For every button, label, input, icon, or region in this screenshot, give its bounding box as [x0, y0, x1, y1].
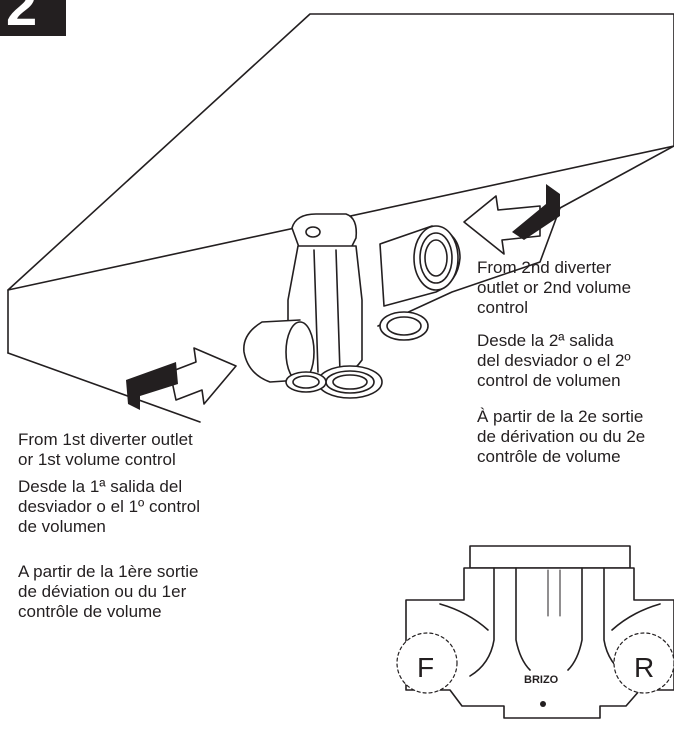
- port-label-front: F: [417, 652, 434, 683]
- inflow-arrow-left: [126, 347, 237, 410]
- left-inlet-text-fr: A partir de la 1ère sortie de déviation …: [18, 562, 199, 621]
- step-number: 2: [6, 0, 38, 36]
- right-inlet-text-en: From 2nd diverter outlet or 2nd volume c…: [477, 258, 632, 317]
- brand-mark: BRIZO: [524, 674, 559, 686]
- right-inlet-text-fr: À partir de la 2e sortie de dérivation o…: [477, 407, 646, 466]
- port-label-rear: R: [634, 652, 654, 683]
- valve-body: [243, 213, 461, 399]
- right-inlet-text-es: Desde la 2ª salida del desviador o el 2º…: [477, 331, 631, 390]
- inflow-arrow-right: [463, 184, 560, 255]
- left-inlet-text-en: From 1st diverter outlet or 1st volume c…: [18, 430, 193, 469]
- valve-detail: [396, 545, 674, 719]
- wall-box: [7, 13, 674, 423]
- step-badge: 2: [0, 0, 66, 36]
- left-inlet-text-es: Desde la 1ª salida del desviador o el 1º…: [18, 477, 200, 536]
